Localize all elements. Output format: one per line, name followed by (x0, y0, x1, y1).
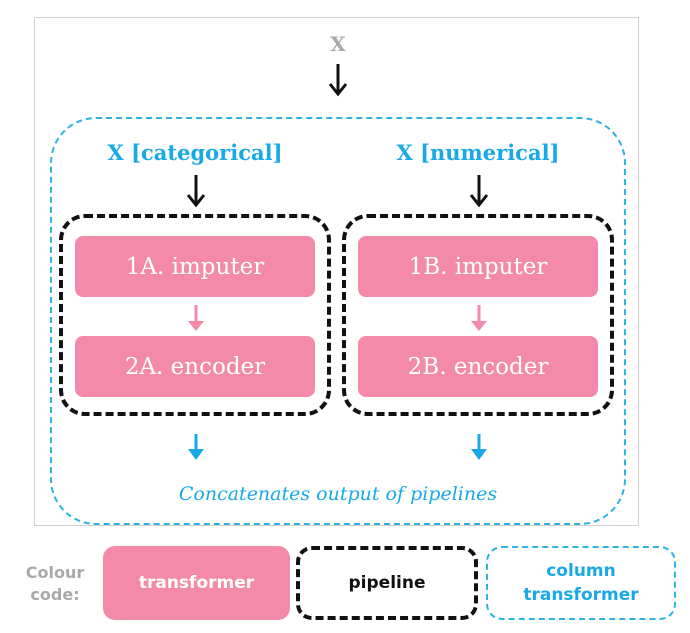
numerical-output-arrow (471, 434, 487, 460)
categorical-input-label: X [categorical] (107, 140, 283, 165)
colour-code-line1: Colour (25, 563, 85, 582)
input-arrow (328, 64, 348, 97)
concatenate-output-label: Concatenates output of pipelines (178, 483, 498, 505)
imputer-1b-box: 1B. imputer (358, 236, 598, 297)
encoder-2a-box: 2A. encoder (75, 336, 315, 397)
encoder-2b-box: 2B. encoder (358, 336, 598, 397)
categorical-output-arrow (188, 434, 204, 460)
legend-pipeline: pipeline (296, 546, 478, 620)
input-x-label: X (330, 32, 346, 56)
colour-code-line2: code: (30, 585, 80, 604)
column-transformer-box (50, 117, 626, 525)
colour-code-label: Colour code: (14, 562, 96, 606)
legend-column-transformer-line1: column (546, 561, 616, 581)
left-step-arrow (188, 305, 204, 331)
right-step-arrow (471, 305, 487, 331)
categorical-arrow (186, 175, 206, 208)
numerical-input-label: X [numerical] (396, 140, 560, 165)
legend-transformer: transformer (103, 546, 290, 620)
numerical-arrow (469, 175, 489, 208)
legend-column-transformer: column transformer (486, 546, 676, 620)
imputer-1a-box: 1A. imputer (75, 236, 315, 297)
legend-column-transformer-line2: transformer (523, 585, 639, 605)
